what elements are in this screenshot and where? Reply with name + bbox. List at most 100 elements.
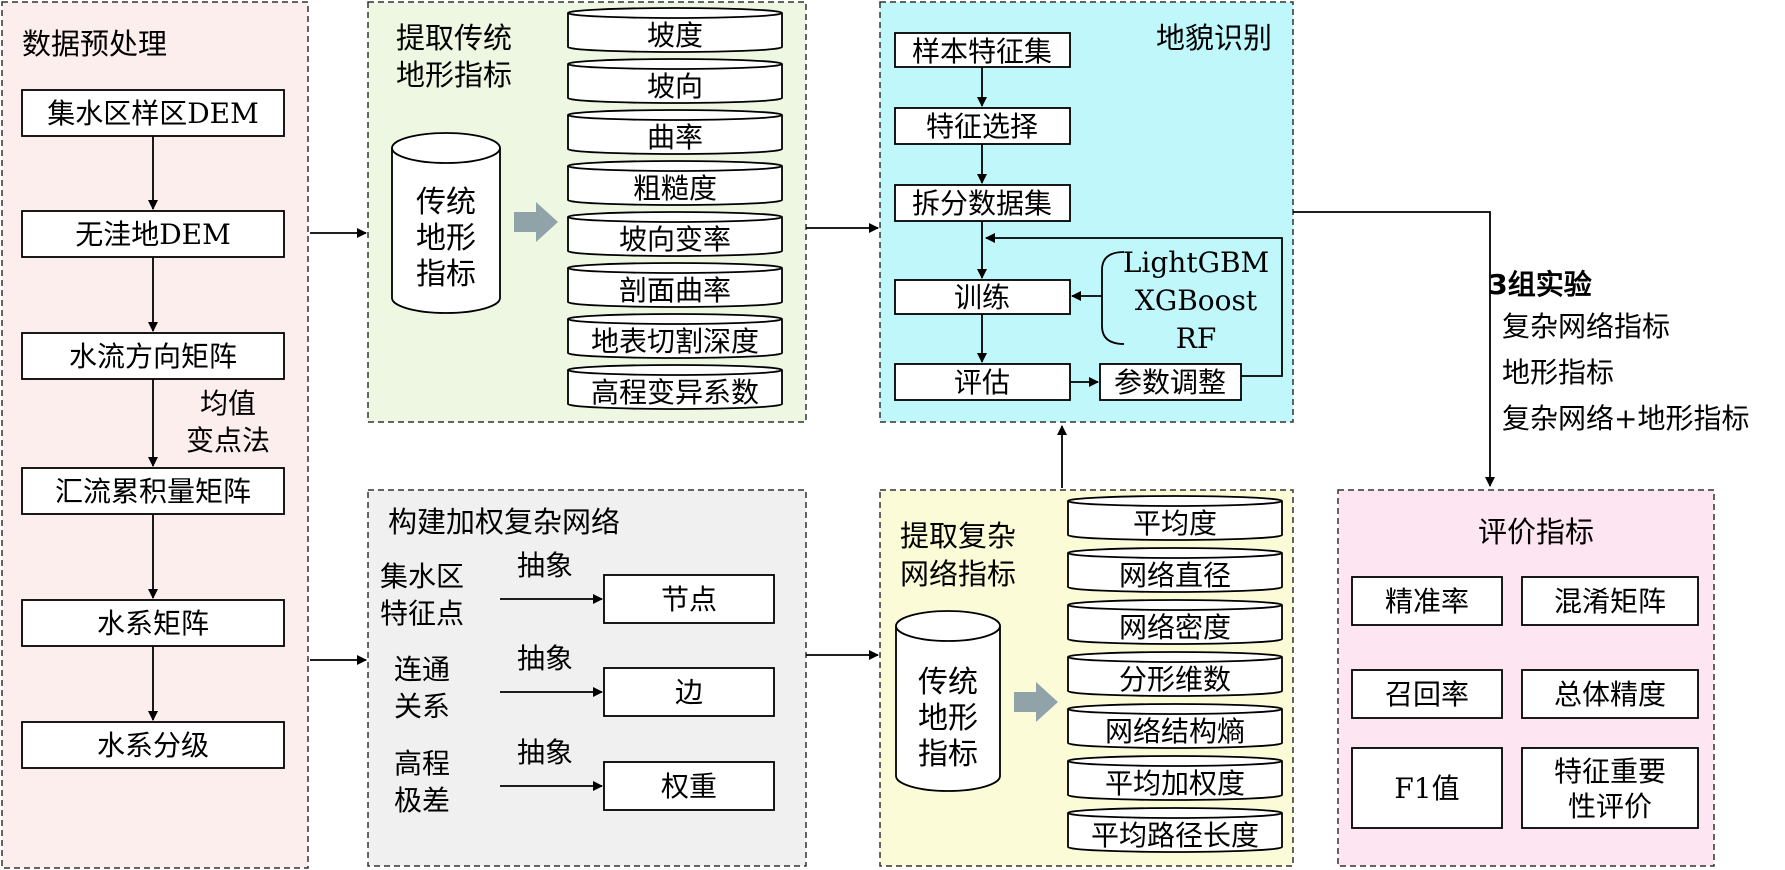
network-metric-cylinder: 平均度 xyxy=(1067,495,1283,541)
landform-step-label: 样本特征集 xyxy=(912,35,1052,68)
network-element-label: 节点 xyxy=(661,583,717,616)
connector-arrows xyxy=(310,211,1495,665)
model-name: LightGBM xyxy=(1123,246,1269,279)
network-source-label: 集水区 xyxy=(380,560,464,593)
terrain-metric-cylinder-label: 曲率 xyxy=(647,121,703,154)
evaluation-metric-label: 混淆矩阵 xyxy=(1554,585,1666,618)
block-arrow-right-icon xyxy=(514,202,558,242)
terrain-metric-cylinder: 剖面曲率 xyxy=(567,262,783,308)
network-metrics-title: 网络指标 xyxy=(900,557,1016,591)
network-element-label: 权重 xyxy=(661,770,717,803)
cylinder-label: 指标 xyxy=(918,737,978,772)
terrain-metric-cylinder: 地表切割深度 xyxy=(567,313,783,359)
network-source-label: 关系 xyxy=(394,690,450,723)
preprocess-step: 无洼地DEM xyxy=(21,210,285,258)
preprocess-step: 汇流累积量矩阵 xyxy=(21,467,285,515)
evaluation-metric-label: 精准率 xyxy=(1385,585,1469,618)
cylinder-label: 地形 xyxy=(416,221,476,256)
terrain-metric-cylinder-label: 坡度 xyxy=(647,19,703,52)
terrain-metric-cylinder-label: 剖面曲率 xyxy=(619,274,731,307)
preprocess-step-label: 水系分级 xyxy=(97,729,209,762)
experiments-title: 3组实验 xyxy=(1488,268,1591,301)
terrain-metric-cylinder: 坡向变率 xyxy=(567,211,783,257)
traditional-title: 地形指标 xyxy=(396,58,512,92)
preprocess-step: 水系矩阵 xyxy=(21,599,285,647)
network-metric-cylinder-label: 平均加权度 xyxy=(1105,767,1245,800)
evaluation-metric-label: 性评价 xyxy=(1568,790,1652,823)
preprocess-step-label: 集水区样区DEM xyxy=(47,97,259,130)
experiment-group: 复杂网络指标 xyxy=(1502,310,1670,343)
preprocess-step-label: 汇流累积量矩阵 xyxy=(55,475,251,508)
network-metrics-title: 提取复杂 xyxy=(900,519,1016,553)
network-source-label: 特征点 xyxy=(380,597,464,630)
evaluation-metric-label: 召回率 xyxy=(1385,678,1469,711)
cylinder-label: 传统 xyxy=(918,665,978,700)
landform-step: 训练 xyxy=(894,279,1071,315)
change-point-method-label: 变点法 xyxy=(186,424,270,457)
network-element-box xyxy=(603,574,775,624)
terrain-metric-cylinder-label: 高程变异系数 xyxy=(591,376,759,409)
network-metric-cylinder-label: 分形维数 xyxy=(1119,663,1231,696)
abstraction-label: 抽象 xyxy=(517,736,573,769)
model-name: XGBoost xyxy=(1135,284,1258,317)
network-metric-cylinder-label: 平均度 xyxy=(1133,507,1217,540)
preprocess-title: 数据预处理 xyxy=(22,27,167,61)
terrain-metric-cylinder: 坡向 xyxy=(567,58,783,104)
terrain-metric-cylinder-label: 地表切割深度 xyxy=(591,325,759,358)
network-metric-cylinder: 平均加权度 xyxy=(1067,755,1283,801)
preprocess-step: 集水区样区DEM xyxy=(21,89,285,137)
cylinder-label: 指标 xyxy=(416,257,476,292)
database-cylinder-icon xyxy=(895,610,1001,792)
model-name: RF xyxy=(1176,322,1217,355)
network-metric-cylinder-label: 网络密度 xyxy=(1119,611,1231,644)
network-title: 构建加权复杂网络 xyxy=(388,505,620,539)
evaluation-title: 评价指标 xyxy=(1478,515,1594,549)
landform-step: 参数调整 xyxy=(1099,363,1242,401)
evaluation-metric-label: F1值 xyxy=(1394,772,1459,805)
preprocess-step-label: 水系矩阵 xyxy=(97,607,209,640)
landform-step-label: 特征选择 xyxy=(926,110,1038,143)
network-metric-cylinder-label: 网络直径 xyxy=(1119,559,1231,592)
network-element-box xyxy=(603,761,775,811)
abstraction-label: 抽象 xyxy=(517,549,573,582)
preprocess-step-label: 无洼地DEM xyxy=(75,218,231,251)
landform-step-label: 拆分数据集 xyxy=(912,187,1052,220)
evaluation-metric: 召回率 xyxy=(1351,669,1503,719)
network-metric-cylinder: 网络结构熵 xyxy=(1067,703,1283,749)
landform-step-label: 训练 xyxy=(954,281,1010,314)
evaluation-metric: 混淆矩阵 xyxy=(1521,576,1699,626)
evaluation-metric: F1值 xyxy=(1351,747,1503,829)
network-metric-cylinder: 网络密度 xyxy=(1067,599,1283,645)
landform-title: 地貌识别 xyxy=(1156,21,1272,55)
evaluation-metric-label: 总体精度 xyxy=(1554,678,1666,711)
landform-arrows xyxy=(977,67,1283,387)
network-metric-cylinder: 网络直径 xyxy=(1067,547,1283,593)
evaluation-metric: 总体精度 xyxy=(1521,669,1699,719)
terrain-metric-cylinder: 坡度 xyxy=(567,7,783,53)
terrain-metric-cylinder-label: 粗糙度 xyxy=(633,172,717,205)
preprocess-step: 水流方向矩阵 xyxy=(21,332,285,380)
terrain-metric-cylinder: 曲率 xyxy=(567,109,783,155)
terrain-metric-cylinder: 高程变异系数 xyxy=(567,364,783,410)
change-point-method-label: 均值 xyxy=(200,387,256,420)
preprocess-step: 水系分级 xyxy=(21,721,285,769)
database-cylinder-icon xyxy=(391,132,501,314)
network-element-box xyxy=(603,667,775,717)
network-source-label: 极差 xyxy=(394,784,450,817)
landform-step: 拆分数据集 xyxy=(894,184,1071,222)
landform-step: 特征选择 xyxy=(894,107,1071,145)
preprocess-step-label: 水流方向矩阵 xyxy=(69,340,237,373)
evaluation-metric-label: 特征重要 xyxy=(1554,755,1666,788)
network-element-label: 边 xyxy=(675,676,703,709)
experiment-group: 复杂网络+地形指标 xyxy=(1502,402,1749,435)
block-arrow-right-icon xyxy=(1014,682,1058,722)
network-metric-cylinder-label: 平均路径长度 xyxy=(1091,819,1259,852)
network-source-label: 连通 xyxy=(394,653,450,686)
terrain-metric-cylinder: 粗糙度 xyxy=(567,160,783,206)
